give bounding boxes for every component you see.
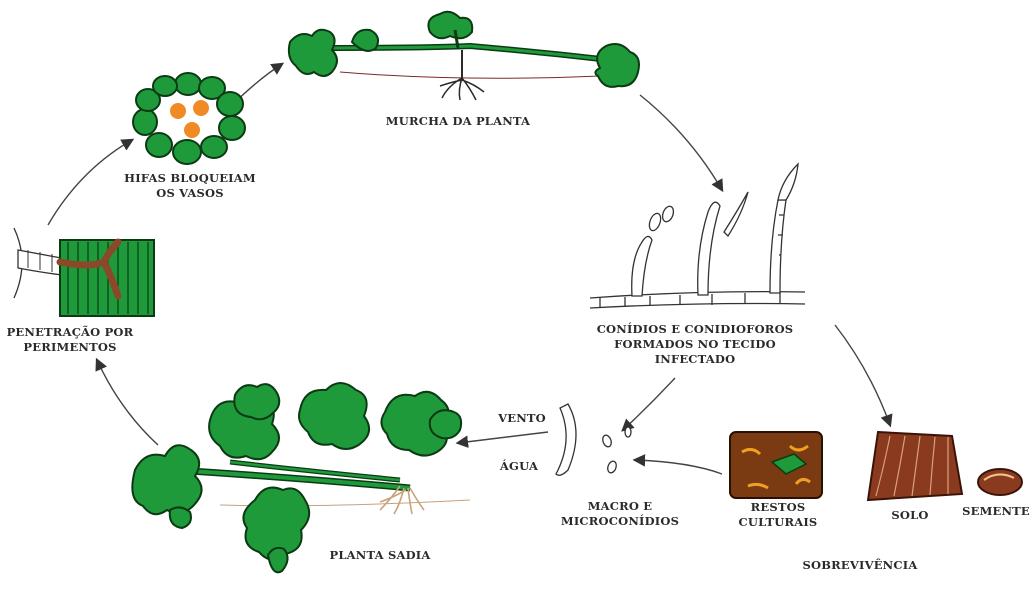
seed-icon	[978, 469, 1022, 495]
label-conidia-formed: CONÍDIOS E CONIDIOFOROS FORMADOS NO TECI…	[575, 322, 815, 367]
arrow-spores-to-plant	[458, 432, 548, 443]
label-wilt: MURCHA DA PLANTA	[348, 114, 568, 129]
label-seed: SEMENTE	[960, 504, 1032, 519]
conidiophores-icon	[590, 164, 805, 308]
healthy-plant-icon	[132, 383, 470, 572]
label-spores: MACRO E MICROCONÍDIOS	[560, 499, 680, 529]
soil-icon	[868, 432, 962, 500]
label-wind: VENTO	[492, 411, 552, 426]
label-soil: SOLO	[870, 508, 950, 523]
arrow-residue-to-spores	[635, 460, 722, 474]
label-healthy-plant: PLANTA SADIA	[320, 548, 440, 563]
arrow-plant-to-penetration	[97, 360, 158, 445]
label-penetration: PENETRAÇÃO POR PERIMENTOS	[0, 325, 140, 355]
arrow-wilt-to-conidia	[640, 95, 722, 190]
label-hyphae-block: HIFAS BLOQUEIAM OS VASOS	[110, 171, 270, 201]
label-water: ÁGUA	[494, 459, 544, 474]
wilted-plant-icon	[289, 12, 639, 100]
penetration-icon	[14, 228, 154, 316]
label-survival: SOBREVIVÊNCIA	[780, 558, 940, 573]
crop-residue-icon	[730, 432, 822, 498]
label-crop-residue: RESTOS CULTURAIS	[728, 500, 828, 530]
vessel-cross-section-icon	[133, 73, 245, 164]
arrow-conidia-to-spores	[623, 378, 675, 430]
spores-icon	[556, 404, 631, 475]
arrow-conidia-to-soil	[835, 325, 890, 425]
